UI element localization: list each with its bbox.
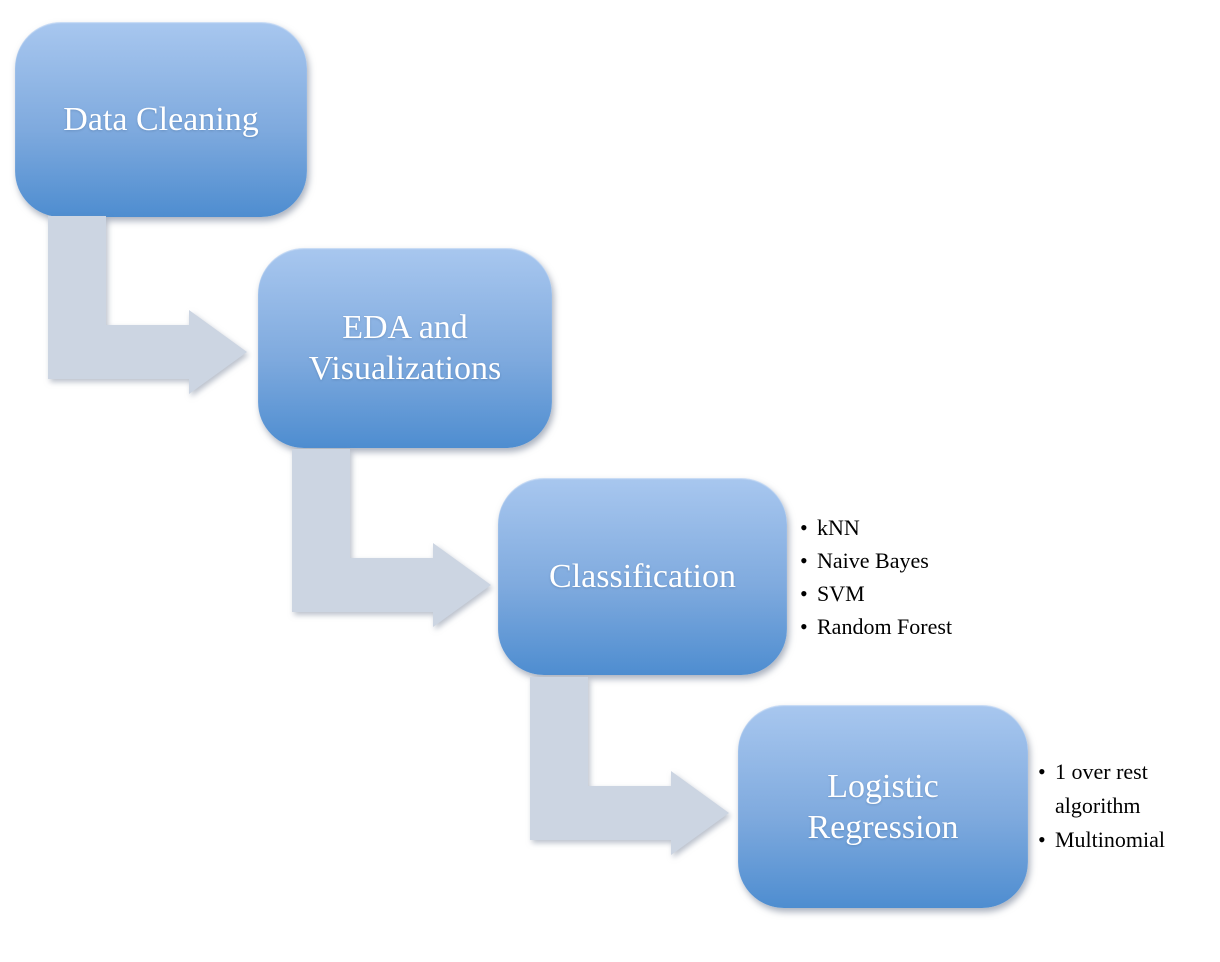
classification-bullet-list: kNN Naive Bayes SVM Random Forest <box>800 511 1010 643</box>
logistic-regression-bullet-list: 1 over rest algorithm Multinomial <box>1038 755 1210 857</box>
step-label: Logistic Regression <box>807 767 959 846</box>
bullet-item: Random Forest <box>800 610 1010 643</box>
bullet-item: 1 over rest algorithm <box>1038 755 1210 823</box>
step-label: Data Cleaning <box>63 101 259 138</box>
flow-arrow-3 <box>530 677 729 855</box>
step-label: EDA and Visualizations <box>308 309 502 387</box>
step-box-classification: Classification <box>498 478 787 675</box>
bullet-item: SVM <box>800 577 1010 610</box>
bullet-item: Multinomial <box>1038 823 1210 857</box>
step-box-logistic-regression: Logistic Regression <box>738 705 1028 908</box>
flow-arrow-1 <box>48 216 247 394</box>
step-box-eda-and-visualizations: EDA and Visualizations <box>258 248 552 448</box>
bullet-item: Naive Bayes <box>800 544 1010 577</box>
bullet-item: kNN <box>800 511 1010 544</box>
step-box-data-cleaning: Data Cleaning <box>15 22 307 217</box>
flow-arrow-2 <box>292 449 491 627</box>
step-label: Classification <box>549 558 736 595</box>
